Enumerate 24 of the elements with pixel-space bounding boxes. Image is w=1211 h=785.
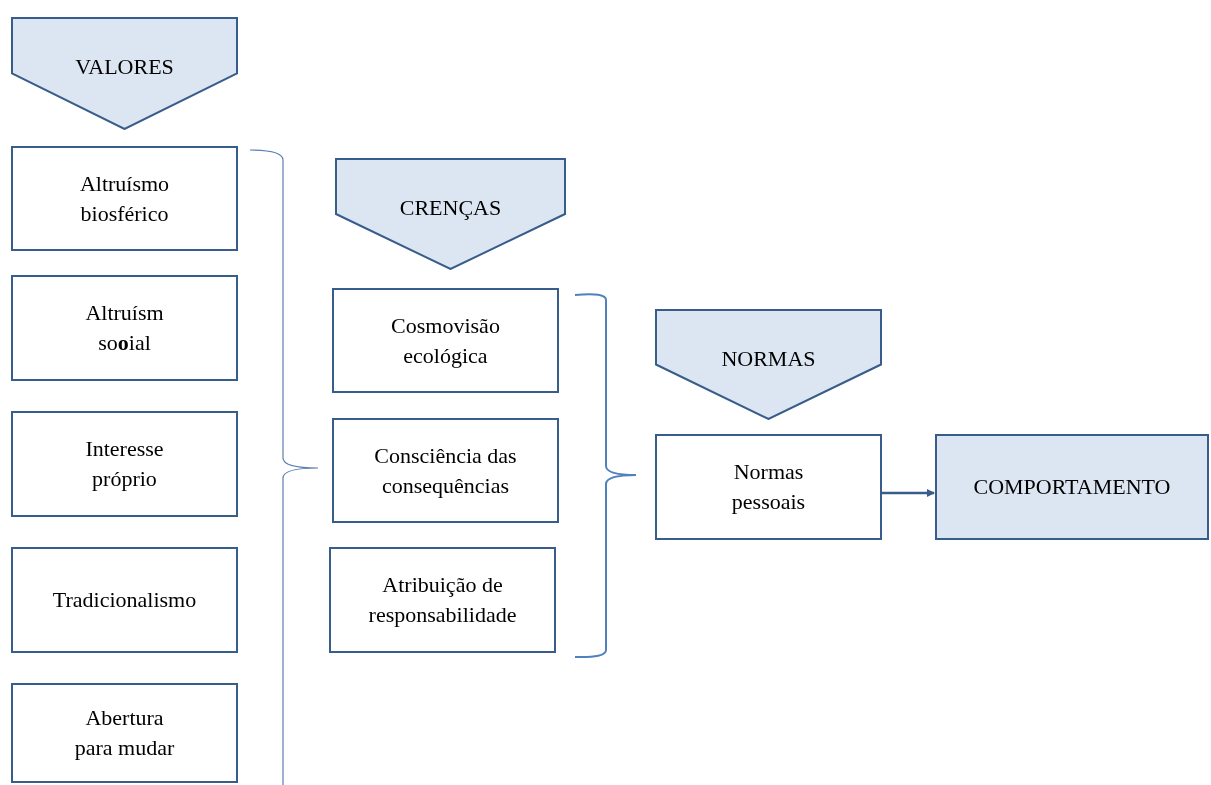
heading-label: CRENÇAS xyxy=(398,193,503,222)
box-label: Tradicionalismo xyxy=(52,586,197,614)
box-label: Altruísm sooial xyxy=(84,299,165,357)
text-box xyxy=(655,434,882,540)
box-label: Atribuição de responsabilidade xyxy=(367,571,518,629)
text-box xyxy=(329,547,556,653)
text-box xyxy=(11,547,238,653)
box-label: Altruísmo biosférico xyxy=(78,169,171,228)
box-label: Normas pessoais xyxy=(730,458,807,516)
box-label: COMPORTAMENTO xyxy=(973,473,1171,501)
arrow xyxy=(882,489,935,497)
box-label: Interesse próprio xyxy=(84,435,165,493)
box-label: Cosmovisão ecológica xyxy=(390,311,501,370)
box-label: Abertura para mudar xyxy=(73,704,176,762)
text-box xyxy=(11,275,238,381)
text-box xyxy=(332,418,559,523)
text-box xyxy=(11,411,238,517)
text-box xyxy=(11,683,238,783)
box-label: Consciência das consequências xyxy=(373,441,518,500)
heading-label: VALORES xyxy=(74,53,175,81)
text-box xyxy=(11,146,238,251)
text-box xyxy=(935,434,1209,540)
heading-label: NORMAS xyxy=(720,344,817,372)
text-box xyxy=(332,288,559,393)
